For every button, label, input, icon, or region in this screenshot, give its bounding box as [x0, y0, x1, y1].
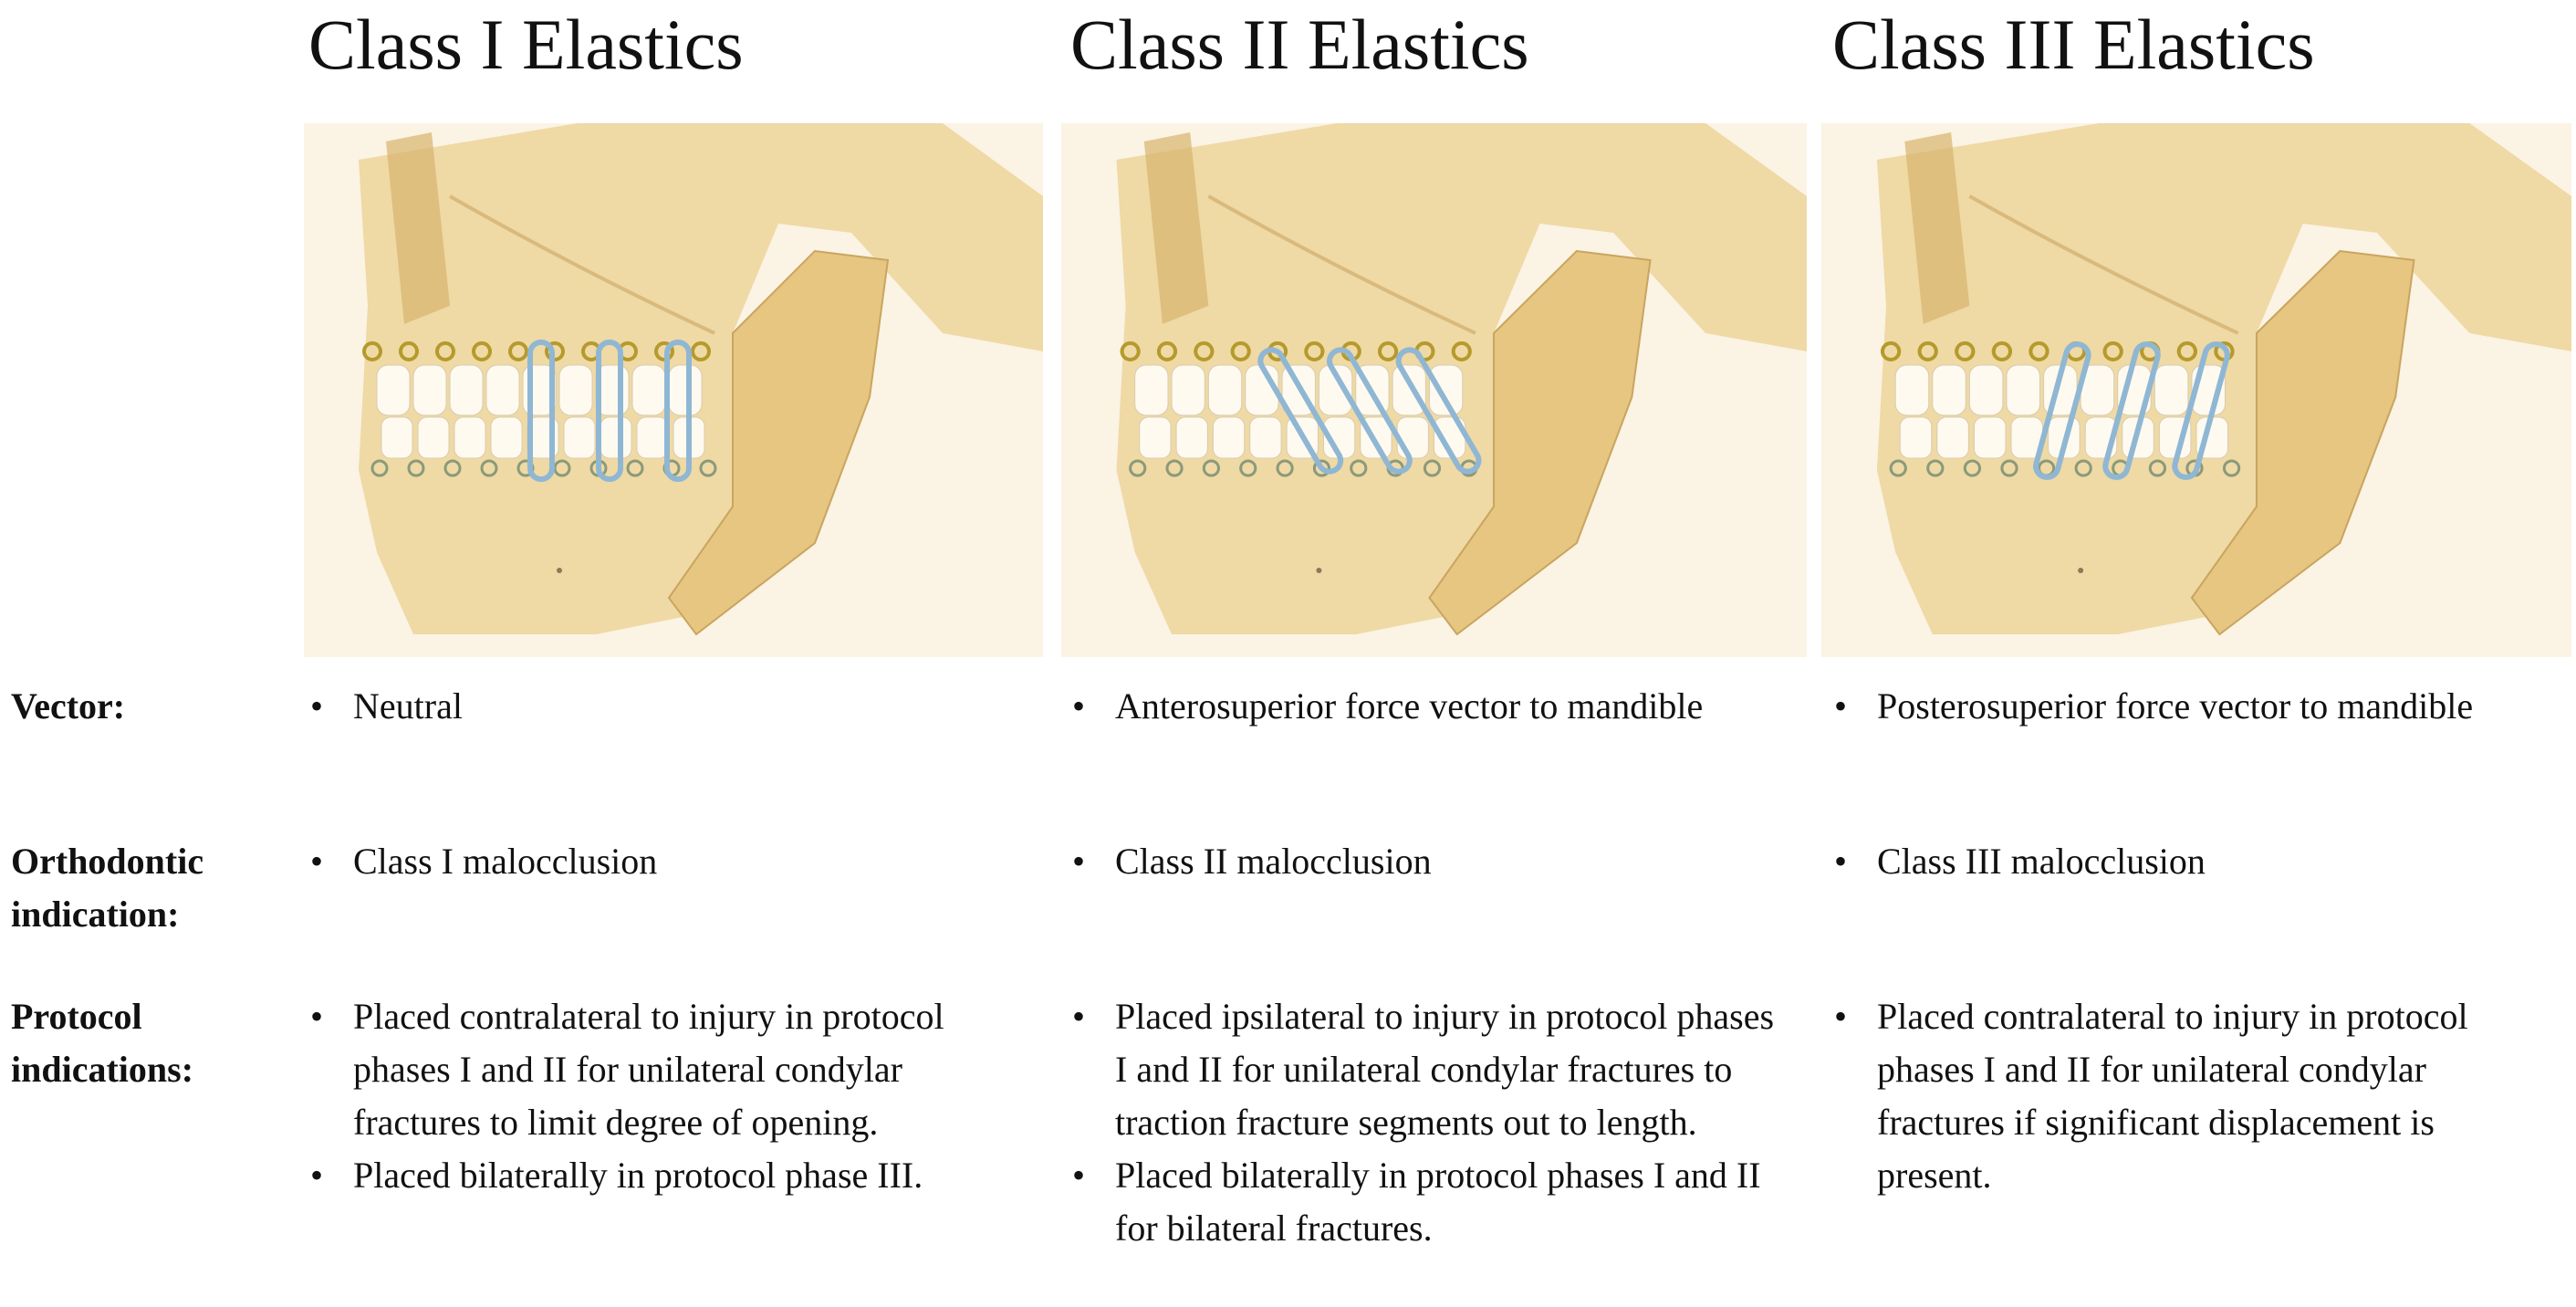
- bullet-list: • Anterosuperior force vector to mandible: [1072, 680, 1793, 733]
- cell-row0-col2: • Posterosuperior force vector to mandibl…: [1834, 680, 2555, 733]
- item-text: Placed contralateral to injury in protoc…: [353, 996, 944, 1143]
- cell-row0-col0: • Neutral: [310, 680, 1022, 733]
- list-item: • Anterosuperior force vector to mandible: [1072, 680, 1793, 733]
- list-item: • Placed contralateral to injury in proto…: [1834, 990, 2555, 1202]
- cell-row2-col0: • Placed contralateral to injury in proto…: [310, 990, 1022, 1202]
- column-title-class-2: Class II Elastics: [1070, 5, 1529, 84]
- skull-illustration: [1116, 123, 1807, 636]
- illustration-class-2-elastics: [1061, 123, 1807, 657]
- bullet-icon: •: [1834, 996, 1848, 1037]
- bullet-icon: •: [1072, 685, 1086, 727]
- item-text: Placed ipsilateral to injury in protocol…: [1115, 996, 1775, 1143]
- row-label-protocol-indications: Protocol indications:: [11, 996, 194, 1090]
- cell-row2-col2: • Placed contralateral to injury in proto…: [1834, 990, 2555, 1202]
- list-item: • Class II malocclusion: [1072, 835, 1793, 888]
- bullet-list: • Placed contralateral to injury in proto…: [310, 990, 1022, 1202]
- bullet-icon: •: [1072, 841, 1086, 882]
- cell-row0-col1: • Anterosuperior force vector to mandible: [1072, 680, 1793, 733]
- bullet-list: • Neutral: [310, 680, 1022, 733]
- illustration-class-3-elastics: [1821, 123, 2571, 657]
- bullet-list: • Class III malocclusion: [1834, 835, 2555, 888]
- skull-illustration: [1876, 123, 2571, 636]
- bullet-list: • Placed ipsilateral to injury in protoco…: [1072, 990, 1793, 1255]
- list-item: • Placed ipsilateral to injury in protoco…: [1072, 990, 1793, 1149]
- item-text: Neutral: [353, 685, 463, 727]
- cell-row2-col1: • Placed ipsilateral to injury in protoco…: [1072, 990, 1793, 1255]
- bullet-icon: •: [1834, 841, 1848, 882]
- item-text: Posterosuperior force vector to mandible: [1877, 685, 2474, 727]
- bullet-icon: •: [310, 841, 324, 882]
- list-item: • Class I malocclusion: [310, 835, 1022, 888]
- bullet-list: • Posterosuperior force vector to mandibl…: [1834, 680, 2555, 733]
- list-item: • Placed contralateral to injury in proto…: [310, 990, 1022, 1149]
- item-text: Anterosuperior force vector to mandible: [1115, 685, 1704, 727]
- bullet-icon: •: [1072, 996, 1086, 1037]
- bullet-list: • Class I malocclusion: [310, 835, 1022, 888]
- column-title-class-3: Class III Elastics: [1832, 5, 2315, 84]
- list-item: • Placed bilaterally in protocol phase II…: [310, 1149, 1022, 1202]
- item-text: Placed bilaterally in protocol phase III…: [353, 1155, 923, 1196]
- bullet-icon: •: [310, 1155, 324, 1196]
- item-text: Class III malocclusion: [1877, 841, 2206, 882]
- item-text: Placed contralateral to injury in protoc…: [1877, 996, 2468, 1196]
- illustration-class-1-elastics: [304, 123, 1043, 657]
- bullet-icon: •: [1072, 1155, 1086, 1196]
- cell-row1-col0: • Class I malocclusion: [310, 835, 1022, 888]
- bullet-list: • Placed contralateral to injury in proto…: [1834, 990, 2555, 1202]
- list-item: • Class III malocclusion: [1834, 835, 2555, 888]
- bullet-icon: •: [1834, 685, 1848, 727]
- skull-illustration: [359, 123, 1043, 636]
- list-item: • Posterosuperior force vector to mandibl…: [1834, 680, 2555, 733]
- item-text: Placed bilaterally in protocol phases I …: [1115, 1155, 1761, 1249]
- bullet-icon: •: [310, 685, 324, 727]
- column-title-class-1: Class I Elastics: [308, 5, 744, 84]
- row-label-orthodontic-indication: Orthodontic indication:: [11, 841, 204, 935]
- cell-row1-col2: • Class III malocclusion: [1834, 835, 2555, 888]
- list-item: • Neutral: [310, 680, 1022, 733]
- bullet-icon: •: [310, 996, 324, 1037]
- bullet-list: • Class II malocclusion: [1072, 835, 1793, 888]
- item-text: Class I malocclusion: [353, 841, 658, 882]
- cell-row1-col1: • Class II malocclusion: [1072, 835, 1793, 888]
- list-item: • Placed bilaterally in protocol phases I…: [1072, 1149, 1793, 1255]
- item-text: Class II malocclusion: [1115, 841, 1432, 882]
- row-label-vector: Vector:: [11, 685, 126, 727]
